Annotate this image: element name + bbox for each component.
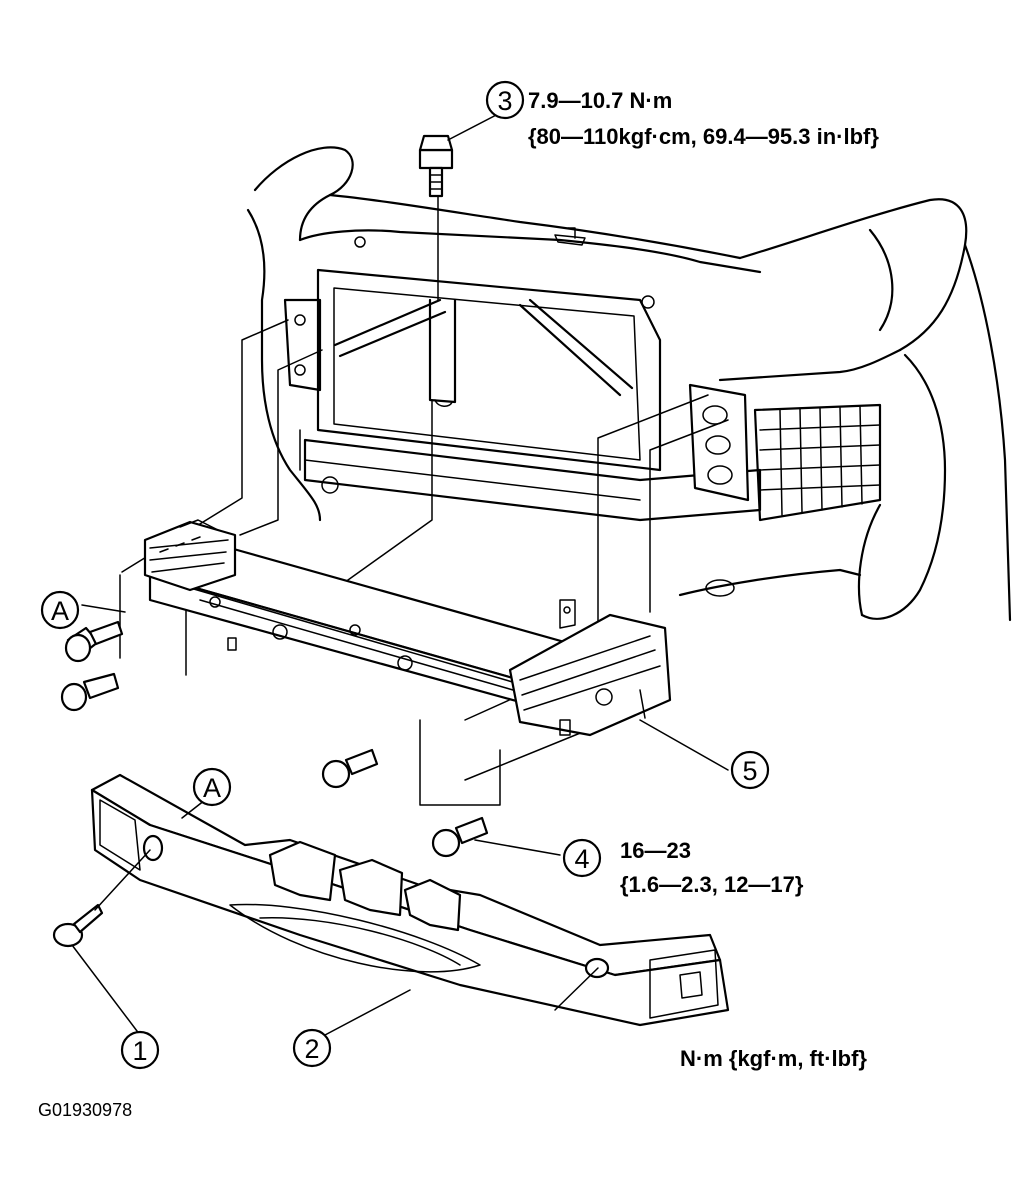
bolt-3 <box>418 134 454 198</box>
torque-spec-4-line1: 16—23 <box>620 838 691 863</box>
callout-a-upper-label: A <box>51 596 69 626</box>
vehicle-front-body <box>246 146 1012 622</box>
figure-id: G01930978 <box>38 1100 133 1120</box>
callout-4-label: 4 <box>574 844 589 874</box>
units-note: N·m {kgf·m, ft·lbf} <box>680 1046 867 1071</box>
callout-3: 3 <box>485 80 525 120</box>
bumper-reinforcement <box>143 519 672 737</box>
energy-absorber <box>90 773 730 1027</box>
callout-2-label: 2 <box>304 1034 319 1064</box>
torque-spec-3-line1: 7.9—10.7 N·m <box>528 88 673 113</box>
callout-a-upper: A <box>40 590 80 630</box>
callout-4: 4 <box>562 838 602 878</box>
bolt-a-upper <box>64 620 124 663</box>
callout-1: 1 <box>120 1030 160 1070</box>
bolt-center-lower <box>321 748 379 789</box>
callout-2: 2 <box>292 1028 332 1068</box>
callout-3-label: 3 <box>497 86 512 116</box>
clip-1 <box>52 903 104 948</box>
callout-5: 5 <box>730 750 770 790</box>
torque-spec-4-line2: {1.6—2.3, 12—17} <box>620 872 804 897</box>
callout-5-label: 5 <box>742 756 757 786</box>
bolt-a-lower <box>60 672 120 712</box>
callout-1-label: 1 <box>132 1036 147 1066</box>
bolt-4 <box>431 816 489 858</box>
callout-a-lower-label: A <box>203 773 221 803</box>
torque-spec-3-line2: {80—110kgf·cm, 69.4—95.3 in·lbf} <box>528 124 879 149</box>
leader-lines <box>71 111 729 1036</box>
callout-a-lower: A <box>192 767 232 807</box>
